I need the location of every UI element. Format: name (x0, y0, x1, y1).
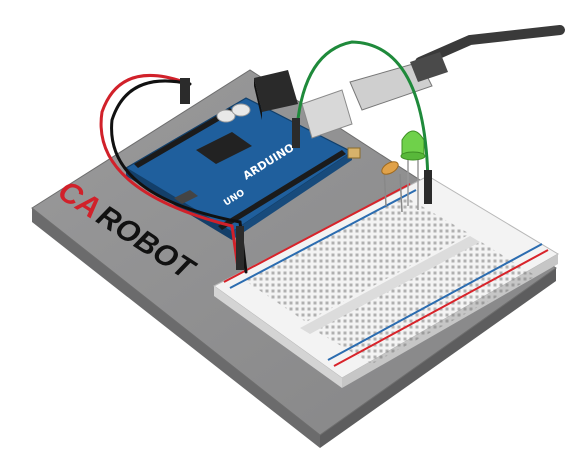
breadboard (213, 175, 559, 388)
blue-rail-bottom (327, 243, 543, 361)
led (400, 130, 426, 210)
red-rail-top (223, 183, 411, 283)
blue-rail-top (229, 189, 417, 289)
wire-black (110, 79, 248, 274)
red-rail-bottom (333, 249, 549, 367)
wires (99, 40, 432, 274)
resistor (381, 161, 403, 213)
usb-cable (349, 25, 565, 111)
wire-red (99, 74, 240, 270)
wire-green (294, 40, 430, 202)
